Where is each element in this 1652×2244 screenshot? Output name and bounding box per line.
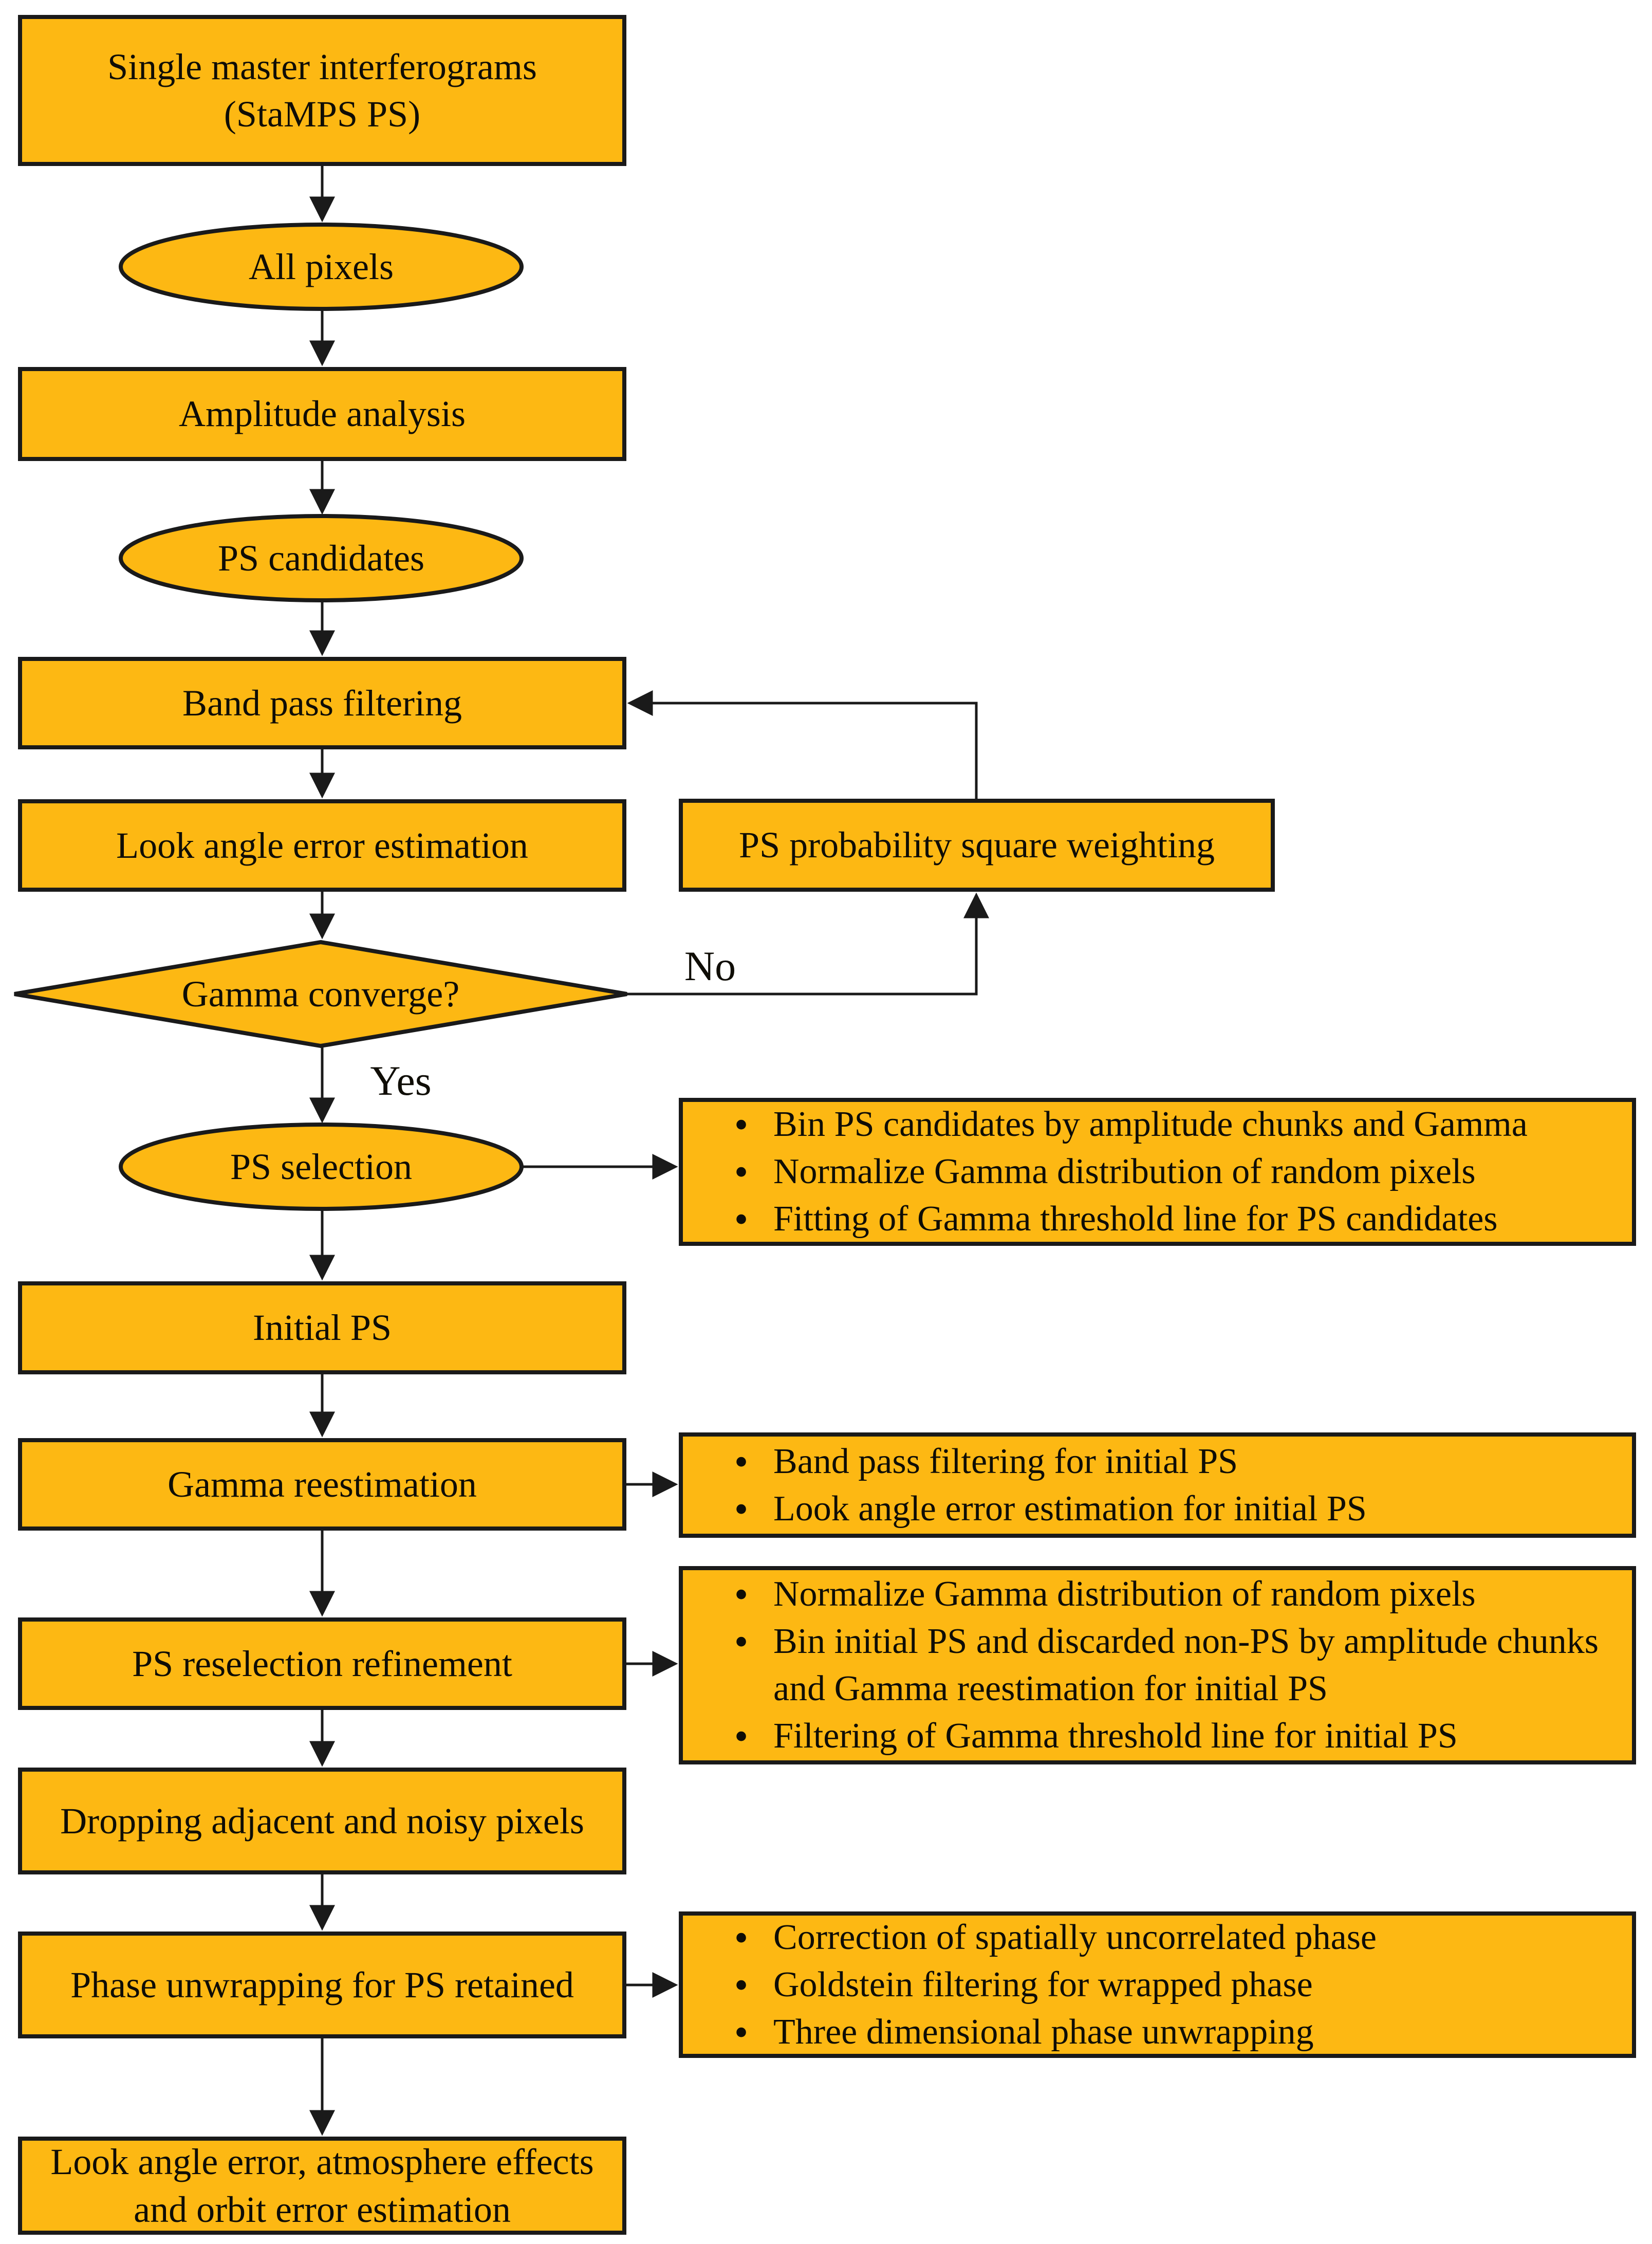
branch-label-yes: Yes (339, 1056, 462, 1106)
bullet-icon: • (734, 1149, 749, 1194)
node-look-angle-error-estimation: Look angle error estimation (20, 801, 624, 890)
final-estimation-box-shape (18, 2137, 626, 2235)
list-item: • Goldstein filtering for wrapped phase (709, 1961, 1613, 2009)
list-item-text: Normalize Gamma distribution of random p… (773, 1152, 1476, 1191)
bullet-icon: • (734, 1197, 749, 1241)
node-ps-candidates: PS candidates (121, 516, 522, 600)
list-item: • Correction of spatially uncorrelated p… (709, 1914, 1613, 1961)
bullet-icon: • (734, 1915, 749, 1960)
list-item: • Normalize Gamma distribution of random… (709, 1148, 1613, 1195)
node-ps-selection: PS selection (121, 1125, 522, 1209)
ps-selection-ellipse-shape (119, 1123, 524, 1211)
node-amplitude-analysis: Amplitude analysis (20, 369, 624, 459)
ps-reselect-details-list: • Normalize Gamma distribution of random… (681, 1568, 1634, 1762)
node-ps-probability-square-weighting: PS probability square weighting (681, 801, 1273, 890)
list-item-text: Three dimensional phase unwrapping (773, 2012, 1314, 2052)
amplitude-analysis-box-shape (18, 367, 626, 461)
phase-unwrapping-box-shape (18, 1932, 626, 2038)
branch-label-text: Yes (370, 1057, 432, 1104)
initial-ps-box-shape (18, 1281, 626, 1374)
node-all-pixels: All pixels (121, 225, 522, 309)
node-single-master-interferograms: Single master interferograms (StaMPS PS) (20, 17, 624, 164)
ps-reselect-details-box-shape (679, 1566, 1636, 1764)
branch-label-no: No (654, 942, 767, 991)
ps-probability-box-shape (679, 799, 1275, 892)
node-final-error-estimation: Look angle error, atmosphere effects and… (20, 2139, 624, 2233)
all-pixels-ellipse-shape (119, 223, 524, 311)
list-item-text: Goldstein filtering for wrapped phase (773, 1964, 1313, 2004)
bullet-icon: • (734, 1439, 749, 1484)
list-item: • Fitting of Gamma threshold line for PS… (709, 1195, 1613, 1243)
gamma-reestimation-box-shape (18, 1438, 626, 1531)
gamma-reest-details-list: • Band pass filtering for initial PS • L… (681, 1434, 1634, 1536)
list-item-text: Bin PS candidates by amplitude chunks an… (773, 1105, 1528, 1144)
list-item: • Bin PS candidates by amplitude chunks … (709, 1101, 1613, 1148)
list-item-text: Normalize Gamma distribution of random p… (773, 1574, 1476, 1614)
node-label: Amplitude analysis (179, 393, 466, 435)
bullet-icon: • (734, 2009, 749, 2054)
node-label: Single master interferograms (StaMPS PS) (107, 46, 537, 135)
list-item: • Three dimensional phase unwrapping (709, 2009, 1613, 2056)
node-gamma-reestimation: Gamma reestimation (20, 1440, 624, 1529)
node-label: Look angle error, atmosphere effects and… (50, 2141, 594, 2230)
ps-candidates-ellipse-shape (119, 514, 524, 602)
ps-selection-details-box-shape (679, 1098, 1636, 1246)
node-label: Gamma reestimation (168, 1463, 477, 1505)
list-item-text: Fitting of Gamma threshold line for PS c… (773, 1199, 1498, 1239)
list-item-text: Look angle error estimation for initial … (773, 1488, 1367, 1529)
node-dropping-adjacent-noisy-pixels: Dropping adjacent and noisy pixels (20, 1770, 624, 1872)
node-initial-ps: Initial PS (20, 1283, 624, 1372)
list-item: • Filtering of Gamma threshold line for … (709, 1713, 1613, 1760)
node-label: Phase unwrapping for PS retained (70, 1964, 574, 2006)
node-ps-reselection-refinement: PS reselection refinement (20, 1620, 624, 1708)
node-label: PS candidates (218, 537, 424, 579)
node-label: Look angle error estimation (116, 824, 528, 866)
list-item-text: Filtering of Gamma threshold line for in… (773, 1716, 1458, 1756)
list-item: • Look angle error estimation for initia… (709, 1485, 1613, 1533)
node-label: PS reselection refinement (132, 1643, 512, 1684)
node-gamma-converge-decision: Gamma converge? (14, 942, 627, 1046)
node-label: PS selection (230, 1146, 412, 1187)
arrow-psprob-to-bandpass (627, 690, 978, 801)
node-label: Band pass filtering (182, 682, 462, 724)
arrow-diamond-no-to-psprob (627, 892, 989, 996)
ps-reselection-box-shape (18, 1617, 626, 1710)
node-label: Initial PS (252, 1307, 392, 1349)
look-angle-box-shape (18, 799, 626, 892)
bullet-icon: • (734, 1572, 749, 1616)
gamma-converge-diamond-shape (14, 940, 627, 1049)
node-phase-unwrapping: Phase unwrapping for PS retained (20, 1934, 624, 2036)
list-item: • Normalize Gamma distribution of random… (709, 1571, 1613, 1618)
node-label: Gamma converge? (181, 973, 460, 1015)
bullet-icon: • (734, 1714, 749, 1758)
node-label: PS probability square weighting (739, 824, 1215, 866)
list-item-text: Bin initial PS and discarded non-PS by a… (773, 1622, 1599, 1708)
dropping-pixels-box-shape (18, 1768, 626, 1874)
bullet-icon: • (734, 1486, 749, 1531)
ps-selection-details-list: • Bin PS candidates by amplitude chunks … (681, 1100, 1634, 1244)
node-label: All pixels (249, 246, 394, 287)
list-item-text: Correction of spatially uncorrelated pha… (773, 1917, 1377, 1957)
bullet-icon: • (734, 1102, 749, 1147)
list-item-text: Band pass filtering for initial PS (773, 1441, 1238, 1481)
list-item: • Bin initial PS and discarded non-PS by… (709, 1618, 1613, 1713)
node-label: Dropping adjacent and noisy pixels (60, 1800, 584, 1842)
band-pass-box-shape (18, 657, 626, 749)
node-band-pass-filtering: Band pass filtering (20, 659, 624, 747)
branch-label-text: No (684, 943, 736, 989)
phase-unwrap-details-box-shape (679, 1911, 1636, 2058)
phase-unwrap-details-list: • Correction of spatially uncorrelated p… (681, 1914, 1634, 2056)
single-master-box-shape (18, 15, 626, 166)
list-item: • Band pass filtering for initial PS (709, 1438, 1613, 1485)
gamma-reest-details-box-shape (679, 1432, 1636, 1538)
bullet-icon: • (734, 1619, 749, 1664)
bullet-icon: • (734, 1962, 749, 2007)
